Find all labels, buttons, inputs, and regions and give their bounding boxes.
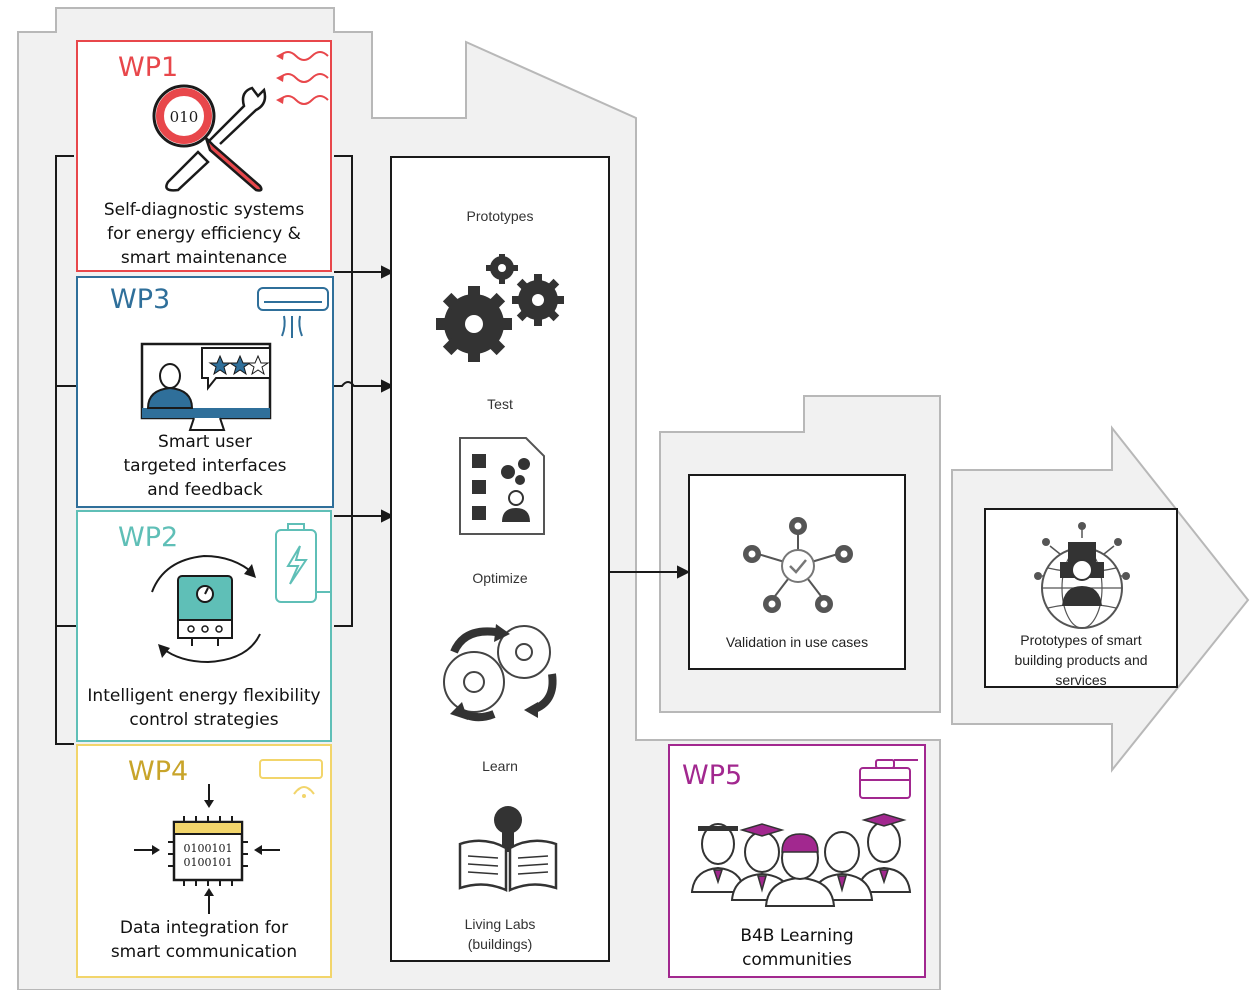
step-test-label: Test bbox=[487, 396, 513, 412]
wp2-box: WP2 Intelligent energy flexibility contr… bbox=[76, 510, 332, 742]
wp5-description: B4B Learning communities bbox=[740, 926, 854, 970]
wp3-box: WP3 Smart user targeted interfaces and f… bbox=[76, 276, 334, 508]
outcome-label: Prototypes of smart building products an… bbox=[1014, 632, 1148, 688]
air-conditioner-icon bbox=[257, 287, 329, 338]
wp4-box: WP4 0100101 0100101 Data integration for… bbox=[76, 744, 332, 978]
wp1-title: WP1 bbox=[118, 52, 179, 83]
wp2-description: Intelligent energy flexibility control s… bbox=[87, 686, 321, 730]
globe-person-icon bbox=[1034, 522, 1130, 629]
step-learn-label: Learn bbox=[482, 758, 518, 774]
validation-label: Validation in use cases bbox=[725, 634, 869, 650]
process-box: Prototypes Test Optimize bbox=[390, 156, 610, 962]
wp3-title: WP3 bbox=[110, 284, 171, 315]
connector-arrows bbox=[334, 265, 691, 579]
people-group-icon bbox=[690, 813, 912, 907]
outcome-box: Prototypes of smart building products an… bbox=[984, 508, 1178, 688]
magnifier-wrench-icon: 010 bbox=[152, 84, 267, 192]
svg-text:0100101: 0100101 bbox=[184, 856, 233, 869]
wp2-title: WP2 bbox=[118, 522, 179, 553]
checklist-icon bbox=[459, 437, 545, 535]
wp3-description: Smart user targeted interfaces and feedb… bbox=[123, 432, 287, 500]
gears-icon bbox=[436, 254, 564, 362]
wp1-description: Self-diagnostic systems for energy effic… bbox=[103, 200, 305, 268]
gear-network-icon bbox=[743, 517, 853, 613]
step-prototypes-label: Prototypes bbox=[466, 208, 534, 224]
book-bulb-icon bbox=[458, 806, 558, 892]
battery-icon bbox=[275, 523, 332, 603]
right-bracket bbox=[334, 155, 353, 627]
wp5-title: WP5 bbox=[682, 760, 743, 791]
cycle-gears-icon bbox=[443, 624, 557, 722]
heat-waves-icon bbox=[276, 51, 329, 105]
energy-controller-cycle-icon bbox=[151, 554, 261, 664]
wireless-device-icon bbox=[259, 759, 323, 798]
left-bracket bbox=[55, 155, 74, 745]
wp4-description: Data integration for smart communication bbox=[110, 918, 298, 962]
wp4-title: WP4 bbox=[128, 756, 189, 787]
validation-box: Validation in use cases bbox=[688, 474, 906, 670]
user-rating-monitor-icon bbox=[140, 342, 272, 431]
briefcase-icon bbox=[859, 759, 918, 799]
wp1-box: WP1 010 Self-diagnostic systems for ener… bbox=[76, 40, 332, 272]
step-optimize-label: Optimize bbox=[472, 570, 528, 586]
svg-text:010: 010 bbox=[170, 108, 199, 126]
wp5-box: WP5 B4B Learning communities bbox=[668, 744, 926, 978]
svg-text:0100101: 0100101 bbox=[184, 842, 233, 855]
living-labs-label: Living Labs (buildings) bbox=[464, 916, 536, 952]
data-chip-icon: 0100101 0100101 bbox=[134, 784, 280, 914]
